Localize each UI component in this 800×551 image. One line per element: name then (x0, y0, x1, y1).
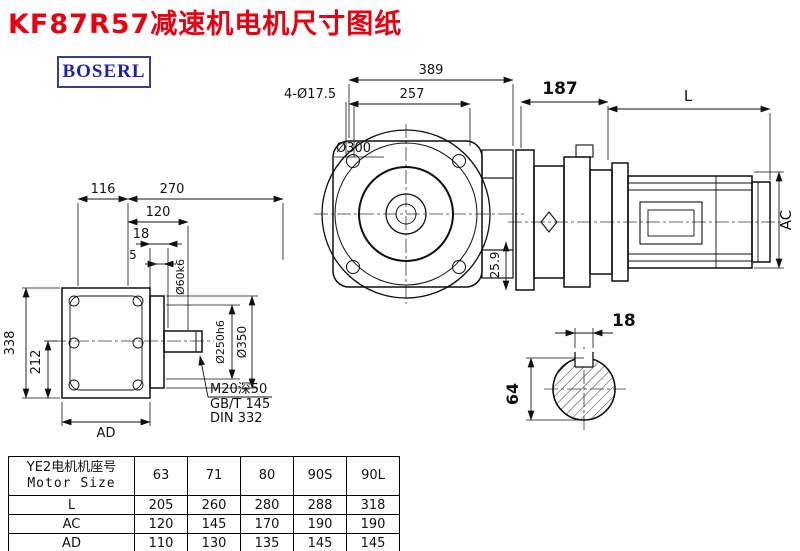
fan-cover (751, 181, 771, 263)
cell-AD-90S: 145 (294, 534, 347, 551)
cell-AD-71: 130 (188, 534, 241, 551)
tap-note (198, 355, 272, 398)
dim-out-flange-dia-label: Ø350 (235, 326, 249, 358)
dim-116 (77, 195, 129, 286)
dim-AD (61, 402, 151, 426)
dim-AC-label: AC (777, 210, 795, 230)
dim-212 (44, 340, 58, 399)
col-header-90L: 90L (347, 457, 400, 496)
motor-fins (628, 176, 752, 268)
terminal-box (639, 201, 703, 245)
bolt-holes (346, 154, 466, 274)
dim-116-label: 116 (91, 182, 116, 197)
cell-AD-90L: 145 (347, 534, 400, 551)
col-header-71: 71 (188, 457, 241, 496)
dim-270 (127, 195, 284, 260)
row-label-AC: AC (9, 515, 135, 534)
tap-label: M20深50 (210, 382, 267, 397)
dim-L (607, 105, 771, 180)
cell-AD-80: 135 (241, 534, 294, 551)
dim-key-18-label: 18 (612, 311, 636, 331)
keyway (574, 352, 594, 368)
cell-L-63: 205 (135, 496, 188, 515)
output-side-view (61, 287, 203, 399)
motor-size-table: YE2电机机座号 Motor Size 63 71 80 90S 90L L 2… (8, 456, 400, 551)
dim-64-label: 64 (503, 383, 522, 405)
dim-holes-label: 4-Ø17.5 (284, 87, 336, 102)
dim-5-label: 5 (129, 248, 137, 262)
row-label-L: L (9, 496, 135, 515)
dim-338-label: 338 (3, 331, 18, 356)
cell-L-71: 260 (188, 496, 241, 515)
dim-212-label: 212 (29, 350, 44, 375)
dim-120-label: 120 (146, 205, 171, 220)
brand-logo-text: BOSERL (62, 61, 146, 82)
cell-AC-63: 120 (135, 515, 188, 534)
dim-257-label: 257 (400, 87, 425, 102)
shaft-section-view (552, 349, 616, 421)
dim-187-label: 187 (542, 79, 578, 99)
cell-AD-63: 110 (135, 534, 188, 551)
dim-250 (166, 304, 240, 380)
std2-label: DIN 332 (210, 411, 263, 426)
table-header-motor-size: YE2电机机座号 Motor Size (9, 457, 135, 496)
brand-logo: BOSERL (57, 56, 151, 88)
dim-350 (166, 295, 258, 389)
dim-257 (348, 100, 471, 146)
dim-270-label: 270 (160, 182, 185, 197)
cell-AC-80: 170 (241, 515, 294, 534)
row-label-AD: AD (9, 534, 135, 551)
housing-bolts (68, 295, 144, 391)
dim-389-label: 389 (419, 63, 444, 78)
dim-flange-dia-label: Ø300 (336, 141, 371, 156)
output-flange (149, 295, 165, 389)
col-header-80: 80 (241, 457, 294, 496)
flange-front-view (321, 129, 514, 299)
dim-187 (520, 98, 609, 160)
std1-label: GB/T 145 (210, 397, 270, 412)
dim-L-label: L (684, 87, 693, 105)
oil-sight-diamond (540, 211, 558, 233)
dim-338 (22, 287, 60, 399)
cell-L-90S: 288 (294, 496, 347, 515)
dim-18-flange-label: 18 (133, 227, 150, 242)
cell-AC-90L: 190 (347, 515, 400, 534)
table-header-en: Motor Size (27, 476, 116, 491)
dim-offset-label: 25.9 (488, 252, 502, 279)
dim-holes (345, 102, 355, 157)
output-shaft (163, 330, 203, 353)
cell-AC-71: 145 (188, 515, 241, 534)
dim-AD-label: AD (97, 426, 116, 441)
dim-AC (754, 171, 784, 269)
dim-shaft-dia-label: Ø60k6 (174, 259, 187, 295)
dim-64 (526, 357, 584, 421)
cell-L-90L: 318 (347, 496, 400, 515)
table-header-cn: YE2电机机座号 (26, 460, 117, 475)
col-header-63: 63 (135, 457, 188, 496)
page-title: KF87R57减速机电机尺寸图纸 (8, 9, 403, 40)
cell-L-80: 280 (241, 496, 294, 515)
dim-key-18 (555, 328, 613, 348)
dim-120 (127, 218, 189, 330)
dim-389 (348, 76, 514, 146)
dim-spigot-dia-label: Ø250h6 (214, 320, 227, 364)
center-lines (52, 124, 782, 433)
motor-side-view (515, 144, 771, 291)
cell-AC-90S: 190 (294, 515, 347, 534)
col-header-90S: 90S (294, 457, 347, 496)
